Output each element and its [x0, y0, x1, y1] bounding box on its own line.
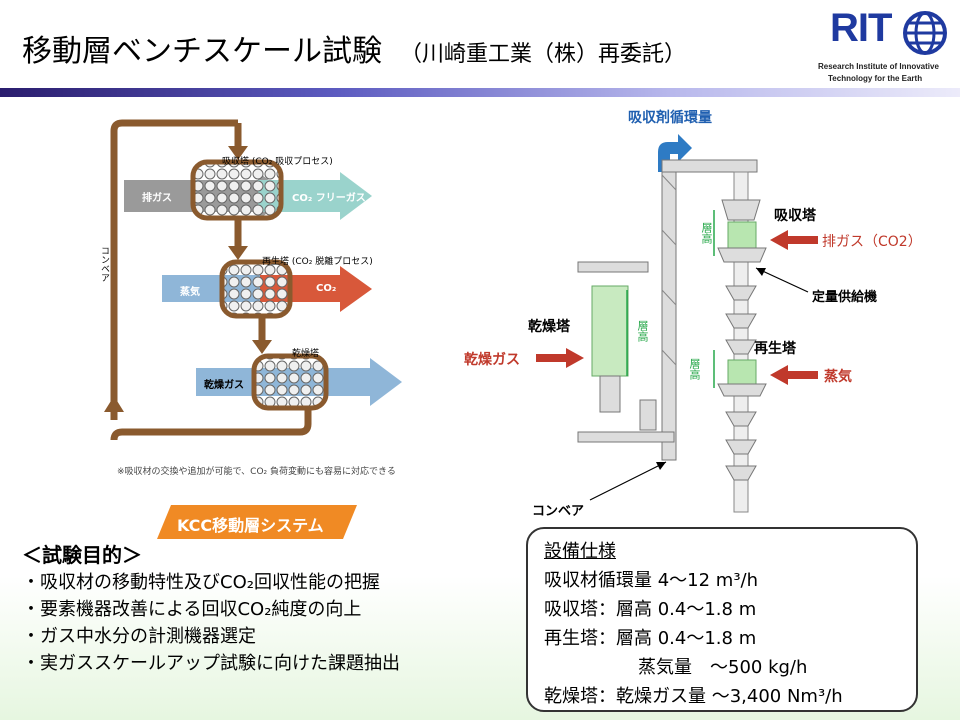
- absorber-tower-label: 吸収塔: [774, 208, 816, 224]
- dryer-tower: [591, 285, 629, 377]
- spec-row: 乾燥塔：乾燥ガス量 〜3,400 Nm³/h: [544, 686, 843, 707]
- right-diagram-graphics: [536, 134, 818, 513]
- title-text: 移動層ベンチスケール試験: [22, 34, 382, 69]
- test-objectives: ＜試験目的＞ ・吸収材の移動特性及びCO₂回収性能の把握 ・要素機器改善による回…: [22, 542, 400, 677]
- regenerator-vessel: [219, 259, 293, 319]
- header-rule: [0, 88, 960, 97]
- objective-item: ・要素機器改善による回収CO₂純度の向上: [22, 599, 362, 620]
- bed-height-label-dryer: 層高: [636, 320, 649, 342]
- objective-item: ・実ガススケールアップ試験に向けた課題抽出: [22, 653, 400, 674]
- page-title: 移動層ベンチスケール試験 （川崎重工業（株）再委託）: [22, 26, 686, 70]
- conveyor-label: コンベア: [99, 246, 109, 282]
- dryer-label: 乾燥塔: [292, 349, 320, 359]
- feeder-label: 定量供給機: [812, 290, 878, 305]
- drying-gas-arrow-right-icon: [536, 348, 584, 368]
- spec-row: 吸収材循環量 4〜12 m³/h: [544, 570, 759, 591]
- logo-line-1: Research Institute of Innovative: [818, 62, 939, 71]
- equipment-spec-box: 設備仕様 吸収材循環量 4〜12 m³/h 吸収塔：層高 0.4〜1.8 m 再…: [526, 527, 918, 712]
- drying-gas-label: 乾燥ガス: [204, 380, 244, 391]
- kcc-badge-label: KCC移動層システム: [177, 516, 324, 535]
- spec-row: 蒸気量 〜500 kg/h: [638, 657, 808, 678]
- globe-icon: [903, 11, 947, 55]
- bed-height-label-absorber: 層高: [700, 222, 713, 244]
- objective-item: ・吸収材の移動特性及びCO₂回収性能の把握: [22, 572, 380, 593]
- logo-line-2: Technology for the Earth: [828, 74, 923, 83]
- conveyor-loop: [110, 119, 238, 420]
- dryer-tower-label: 乾燥塔: [528, 319, 570, 335]
- exhaust-co2-arrow-icon: [770, 230, 818, 250]
- header: 移動層ベンチスケール試験 （川崎重工業（株）再委託） RIT Research I…: [0, 0, 960, 90]
- kcc-system-badge: KCC移動層システム: [157, 505, 357, 539]
- co2-label: CO₂: [316, 283, 337, 294]
- spec-row: 吸収塔：層高 0.4〜1.8 m: [544, 599, 757, 620]
- objective-item: ・ガス中水分の計測機器選定: [22, 626, 256, 647]
- co2-free-arrow-icon: [258, 172, 372, 220]
- sorbent-circulation-label: 吸収剤循環量: [628, 110, 712, 126]
- logo-text: RIT: [830, 6, 892, 50]
- dryer-vessel: [251, 353, 329, 411]
- bed-height-label-regenerator: 層高: [688, 358, 701, 380]
- steam-right-label: 蒸気: [824, 369, 852, 385]
- title-subtitle: （川崎重工業（株）再委託）: [400, 42, 687, 67]
- absorber-label: 吸収塔 (CO₂ 吸収プロセス): [222, 157, 333, 167]
- badge-shape: [157, 505, 357, 539]
- objectives-title: ＜試験目的＞: [22, 543, 142, 567]
- diagram-note: ※吸収材の交換や追加が可能で、CO₂ 負荷変動にも容易に対応できる: [117, 467, 396, 477]
- regenerator-tower: [727, 359, 757, 385]
- co2-free-gas-label: CO₂ フリーガス: [292, 193, 366, 204]
- regenerator-tower-label: 再生塔: [754, 341, 796, 357]
- conveyor-right-label: コンベア: [532, 504, 585, 519]
- conveyor-up-arrow-icon: [104, 396, 124, 412]
- steam-arrow-right-icon: [770, 365, 818, 385]
- regenerator-label: 再生塔 (CO₂ 脱離プロセス): [262, 257, 373, 267]
- left-diagram-graphics: [104, 119, 402, 441]
- exhaust-gas-label: 排ガス: [142, 193, 172, 204]
- absorber-tower: [727, 221, 757, 249]
- spec-row: 再生塔：層高 0.4〜1.8 m: [544, 628, 757, 649]
- drying-gas-right-label: 乾燥ガス: [464, 352, 520, 368]
- rite-logo: RIT Research Institute of Innovative Tec…: [818, 6, 956, 86]
- steam-label: 蒸気: [180, 287, 200, 298]
- exhaust-co2-label: 排ガス（CO2）: [822, 234, 922, 250]
- down-arrow-icon: [228, 146, 248, 160]
- spec-title: 設備仕様: [544, 541, 616, 562]
